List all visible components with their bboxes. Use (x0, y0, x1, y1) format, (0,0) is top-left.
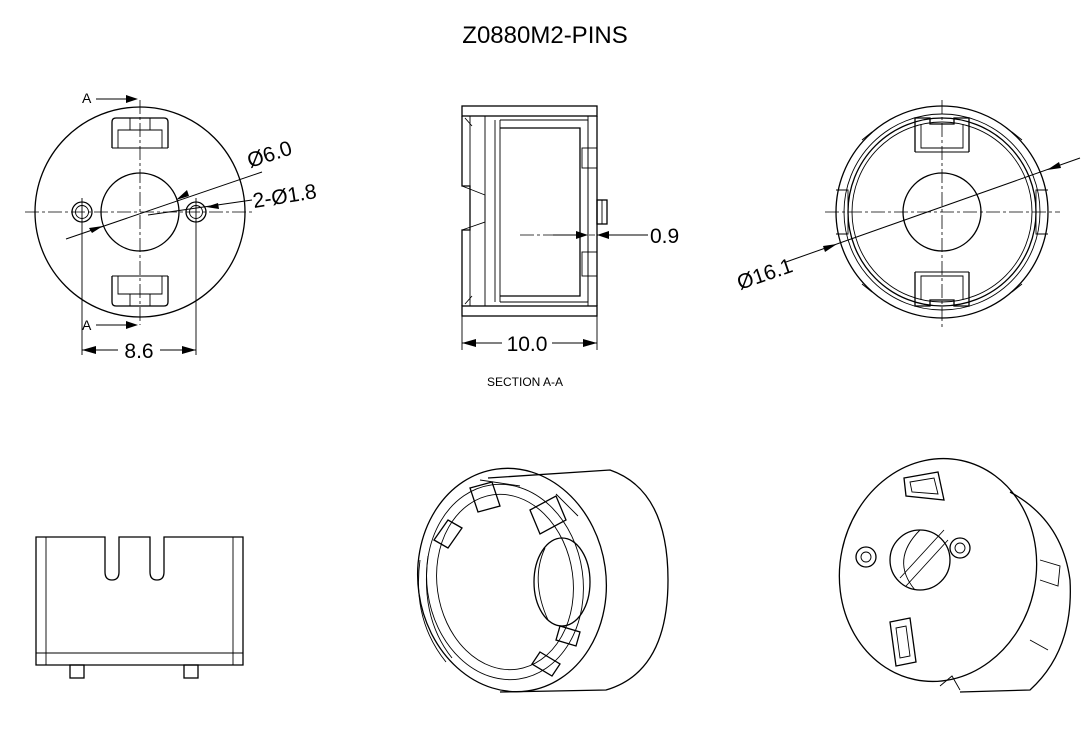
section-top-wall (461, 105, 598, 117)
side-body (35, 536, 244, 666)
front-slot-bottom (111, 275, 169, 307)
iso-window-top (903, 471, 945, 501)
iso-pin-right (949, 537, 971, 559)
iso-back-bore (533, 537, 591, 627)
pin-hole-label: 2-Ø1.8 (251, 180, 318, 213)
side-pin-right (183, 664, 199, 679)
outer-diameter-label: Ø16.1 (734, 254, 796, 294)
front-view: A A Ø6.0 2-Ø1.8 8.6 (25, 90, 318, 363)
drawing-title: Z0880M2-PINS (462, 22, 627, 49)
iso-view-back (416, 467, 669, 693)
iso-pin-left (855, 546, 877, 568)
section-mark-bottom: A (82, 317, 92, 333)
iso-window-bottom (889, 617, 917, 667)
front-slot-top (111, 117, 169, 149)
pin-hole-dim-leader (147, 199, 253, 216)
length-label: 10.0 (507, 333, 548, 356)
side-view (35, 536, 244, 679)
side-pin-left (69, 664, 85, 679)
iso-view-front (838, 457, 1071, 693)
rear-view: Ø16.1 (734, 100, 1081, 330)
pin-spacing-label: 8.6 (124, 340, 153, 363)
section-view: 0.9 10.0 SECTION A-A (461, 105, 679, 389)
iso-front-bore (889, 529, 951, 591)
section-bottom-wall (461, 305, 598, 317)
section-caption: SECTION A-A (487, 375, 563, 389)
bore-diameter-label: Ø6.0 (244, 137, 294, 173)
wall-thickness-label: 0.9 (650, 225, 679, 248)
section-mark-top: A (82, 90, 92, 106)
